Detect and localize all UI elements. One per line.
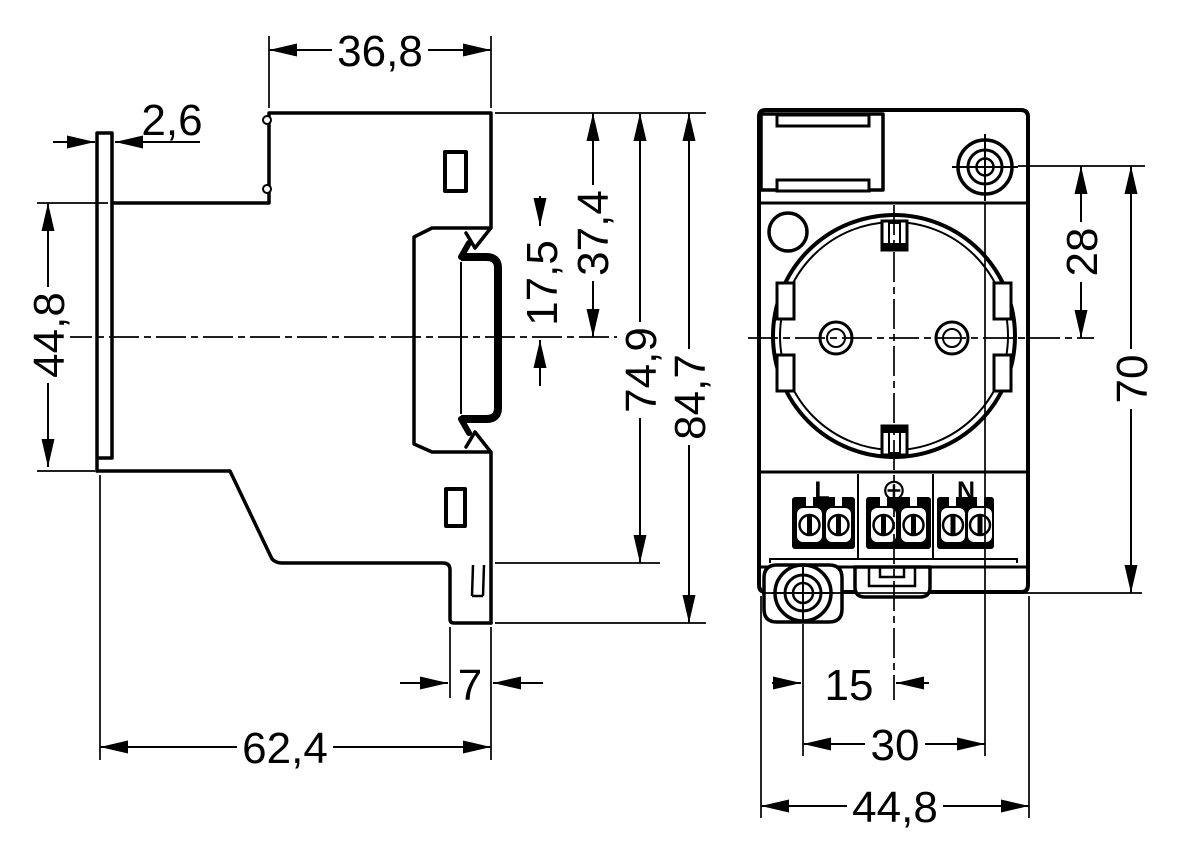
socket-side-notch xyxy=(775,281,796,321)
rear-flange-strip xyxy=(95,131,114,473)
dim-label: 70 xyxy=(1108,355,1157,404)
dim-label: 30 xyxy=(871,721,920,770)
terminal-block xyxy=(792,497,855,549)
dim-label: 44,8 xyxy=(25,292,74,378)
dim-screw-spacing-vertical: 70 xyxy=(1108,166,1157,593)
dim-total-depth: 84,7 xyxy=(495,113,715,624)
clamp-seam-top xyxy=(464,227,492,250)
dim-label: 36,8 xyxy=(337,27,423,76)
din-clip-window xyxy=(759,112,885,193)
dim-label: 2,6 xyxy=(141,96,202,145)
socket-side-notch xyxy=(992,353,1013,393)
dim-screw-to-center: 28 xyxy=(1058,166,1107,338)
front-view: L ⊕ N xyxy=(748,108,1157,832)
profile-pip-icon xyxy=(262,184,272,194)
profile-pip-icon xyxy=(262,115,272,125)
dim-top-width: 36,8 xyxy=(268,27,492,108)
dim-label: 74,9 xyxy=(617,327,666,413)
clamp-seam-bottom xyxy=(464,430,492,453)
terminal-compartment-lines xyxy=(857,474,934,560)
side-view: 36,8 2,6 44,8 17,5 xyxy=(25,27,715,773)
dim-front-width: 44,8 xyxy=(761,783,1029,832)
terminal-area: L ⊕ N xyxy=(759,473,1028,569)
dim-label: 7 xyxy=(458,661,482,710)
dim-label: 17,5 xyxy=(518,240,567,326)
dim-screw-to-centerline: 15 xyxy=(772,661,929,710)
dim-top-to-center: 37,4 xyxy=(495,112,706,337)
din-release-latch xyxy=(853,565,932,599)
dim-label: 62,4 xyxy=(242,724,328,773)
ext-width xyxy=(760,596,1030,818)
dim-label: 15 xyxy=(825,661,874,710)
terminal-block xyxy=(937,497,994,549)
terminal-block xyxy=(866,497,931,549)
dim-screw-spacing-horizontal: 30 xyxy=(803,721,985,770)
dim-label: 37,4 xyxy=(569,190,618,276)
dim-label: 84,7 xyxy=(666,354,715,440)
dim-flange-thickness: 2,6 xyxy=(53,96,203,149)
indicator-hole-icon xyxy=(767,211,809,253)
dim-label: 28 xyxy=(1058,228,1107,277)
dim-slot-to-center: 17,5 xyxy=(518,196,567,386)
vent-slot-icon xyxy=(444,487,467,528)
socket-side-notch xyxy=(775,353,796,393)
dim-rear-height: 44,8 xyxy=(25,202,108,472)
dim-body-depth: 74,9 xyxy=(495,113,666,564)
dim-base-depth: 62,4 xyxy=(99,475,491,773)
dim-label: 44,8 xyxy=(852,783,938,832)
vent-slot-icon xyxy=(443,150,468,193)
foot-latch-detail xyxy=(470,564,486,598)
mounting-screw-top-icon xyxy=(952,134,1018,201)
din-rail-slot xyxy=(458,240,502,436)
side-profile-outline xyxy=(95,111,493,625)
dim-foot-width: 7 xyxy=(400,627,543,760)
socket-side-notch xyxy=(992,281,1013,321)
